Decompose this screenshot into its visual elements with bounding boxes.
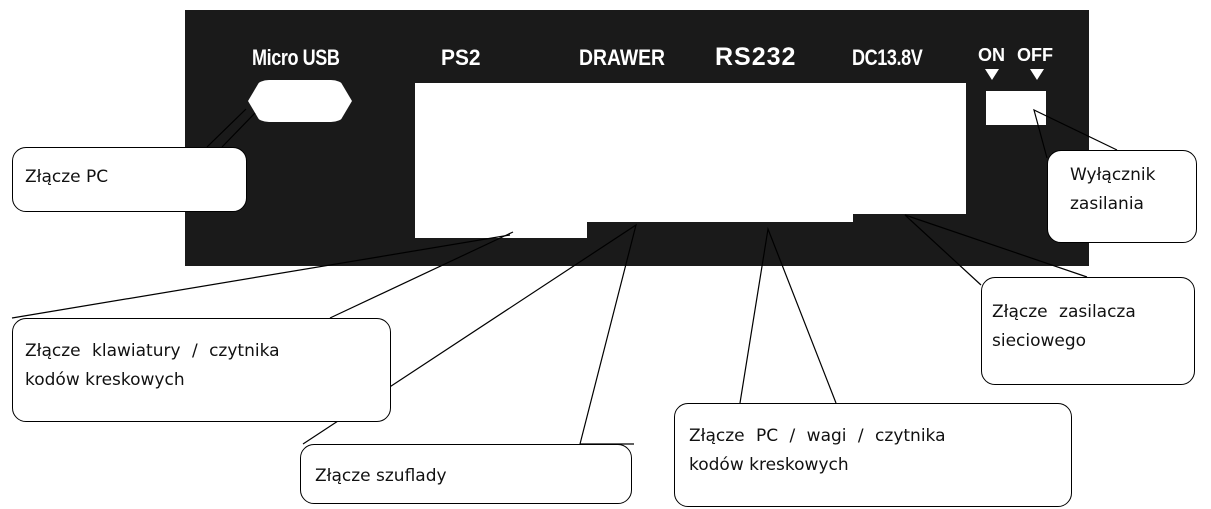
micro-usb-port bbox=[248, 80, 352, 122]
callout-psu-line2: sieciowego bbox=[992, 331, 1087, 352]
rs232-label: RS232 bbox=[715, 43, 797, 71]
off-arrow-icon bbox=[1030, 69, 1044, 80]
power-switch bbox=[986, 91, 1046, 125]
callout-pc-scale-line2: kodów kreskowych bbox=[689, 455, 849, 476]
callout-pc-connector: Złącze PC bbox=[12, 147, 247, 212]
callout-pc-text: Złącze PC bbox=[25, 167, 109, 187]
drawer-label: DRAWER bbox=[579, 45, 666, 70]
callout-keyboard-line2: kodów kreskowych bbox=[25, 370, 185, 391]
callout-keyboard-connector: Złącze klawiatury / czytnika kodów kresk… bbox=[12, 318, 391, 422]
callout-switch-line1: Wyłącznik bbox=[1070, 165, 1156, 185]
off-label: OFF bbox=[1017, 45, 1053, 65]
callout-power-switch: Wyłącznik zasilania bbox=[1047, 150, 1197, 243]
ps2-label: PS2 bbox=[441, 45, 481, 70]
callout-switch-line2: zasilania bbox=[1070, 194, 1144, 215]
dc-input-label: DC13.8V bbox=[852, 45, 923, 70]
callout-psu-line1: Złącze zasilacza bbox=[992, 302, 1136, 322]
callout-psu-connector: Złącze zasilacza sieciowego bbox=[981, 277, 1195, 385]
callout-drawer-connector: Złącze szuflady bbox=[300, 444, 632, 504]
callout-pc-scale-line1: Złącze PC / wagi / czytnika bbox=[689, 426, 946, 446]
callout-keyboard-line1: Złącze klawiatury / czytnika bbox=[25, 341, 280, 361]
callout-pc-scale-connector: Złącze PC / wagi / czytnika kodów kresko… bbox=[674, 403, 1072, 507]
on-arrow-icon bbox=[985, 69, 999, 80]
on-label: ON bbox=[978, 45, 1005, 65]
callout-drawer-text: Złącze szuflady bbox=[315, 466, 447, 486]
micro-usb-label: Micro USB bbox=[252, 45, 340, 70]
